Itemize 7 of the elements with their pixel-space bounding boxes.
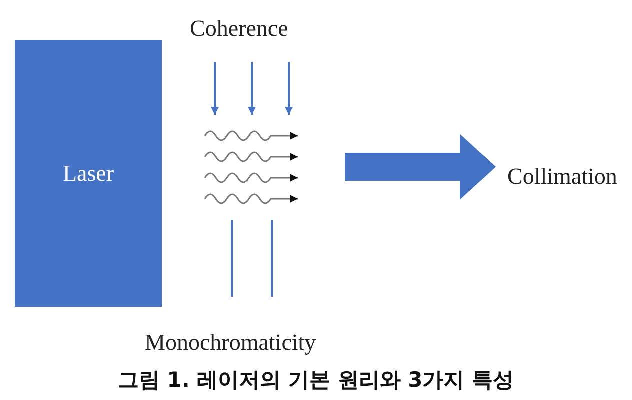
collimation-text: Collimation: [508, 164, 618, 190]
figure-caption: 그림 1. 레이저의 기본 원리와 3가지 특성: [116, 367, 516, 394]
coherence-label: Coherence: [190, 16, 288, 42]
block-label: Laser: [62, 160, 114, 186]
laser-block: [15, 40, 162, 307]
block-arrow: [345, 134, 496, 200]
monochromaticity-label: Monochromaticity: [145, 330, 316, 356]
